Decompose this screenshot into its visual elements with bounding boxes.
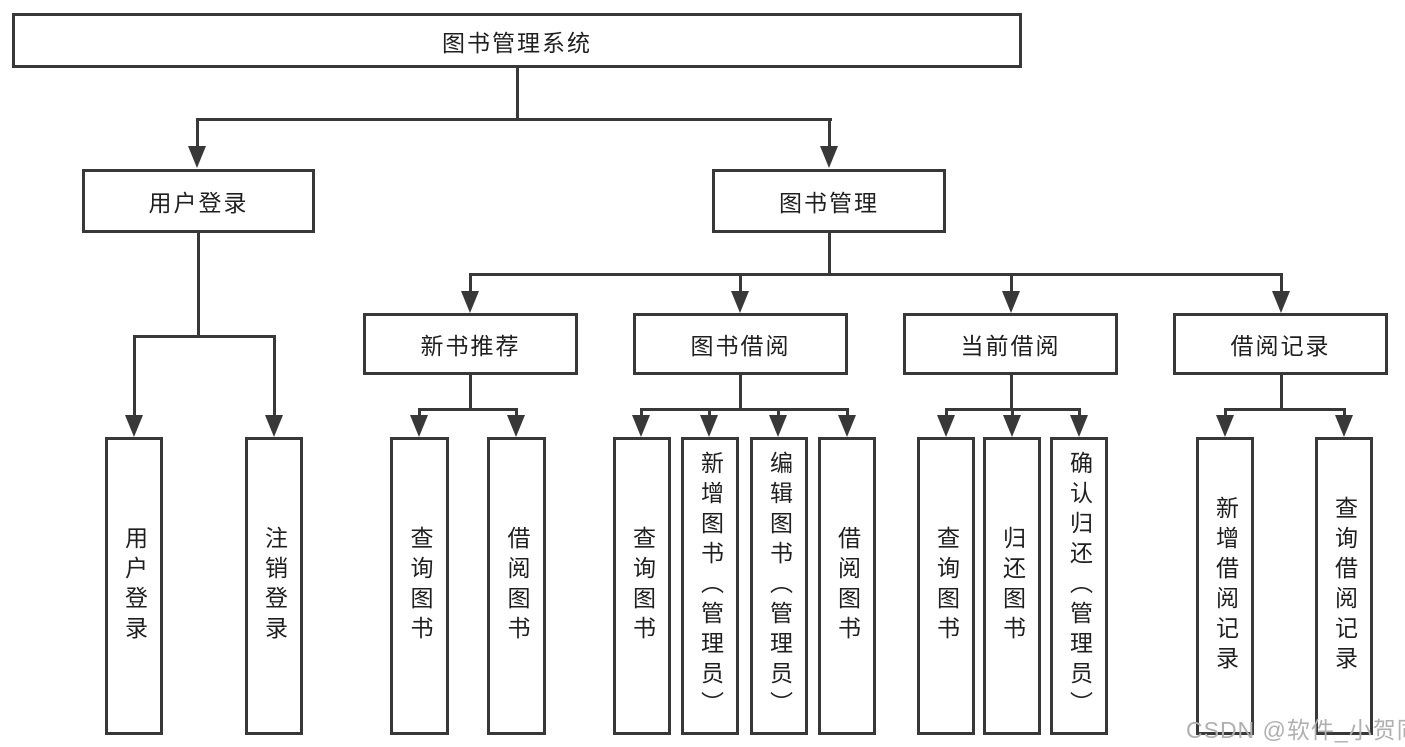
connector-line [1224, 408, 1346, 411]
connector-line [1343, 408, 1346, 417]
leaf-user-login: 用户登录 [105, 437, 163, 735]
node-label: 图书管理 [779, 190, 879, 216]
connector-line [469, 273, 472, 293]
arrowhead-down-icon [1070, 415, 1088, 437]
leaf-borrow-books: 借阅图书 [818, 437, 876, 735]
node-label: 图书借阅 [690, 333, 791, 359]
arrowhead-down-icon [937, 415, 955, 437]
arrowhead-down-icon [820, 146, 838, 168]
connector-line [640, 408, 848, 411]
connector-line [1224, 408, 1227, 417]
connector-line [708, 408, 711, 417]
node-current-borrowing: 当前借阅 [903, 313, 1118, 375]
node-label: 新书推荐 [420, 333, 521, 359]
leaf-add-borrow-record: 新增借阅记录 [1196, 437, 1254, 735]
node-book-borrowing: 图书借阅 [633, 313, 848, 375]
arrowhead-down-icon [632, 415, 650, 437]
leaf-add-book-admin: 新增图书（管理员） [681, 437, 739, 735]
connector-line [133, 335, 136, 415]
arrowhead-down-icon [410, 415, 428, 437]
connector-line [516, 68, 519, 118]
connector-line [640, 408, 643, 417]
connector-line [777, 408, 780, 417]
leaf-label: 新增图书（管理员） [697, 451, 724, 721]
node-borrowing-records: 借阅记录 [1173, 313, 1388, 375]
connector-line [846, 408, 849, 417]
leaf-confirm-return-admin: 确认归还（管理员） [1050, 437, 1108, 735]
leaf-label: 注销登录 [261, 526, 288, 646]
arrowhead-down-icon [1272, 291, 1290, 313]
leaf-borrow-books: 借阅图书 [487, 437, 546, 735]
leaf-label: 新增借阅记录 [1212, 496, 1239, 676]
arrowhead-down-icon [507, 415, 525, 437]
arrowhead-down-icon [188, 146, 206, 168]
leaf-label: 借阅图书 [504, 526, 530, 646]
connector-line [828, 118, 831, 148]
leaf-label: 归还图书 [999, 526, 1026, 646]
leaf-query-borrow-record: 查询借阅记录 [1315, 437, 1373, 735]
leaf-query-books: 查询图书 [613, 437, 671, 735]
connector-line [418, 408, 518, 411]
connector-line [273, 335, 276, 415]
leaf-edit-book-admin: 编辑图书（管理员） [750, 437, 808, 735]
connector-line [828, 233, 831, 273]
connector-line [1078, 408, 1081, 417]
leaf-label: 查询借阅记录 [1331, 496, 1358, 676]
leaf-label: 查询图书 [933, 526, 960, 646]
node-label: 用户登录 [148, 190, 249, 216]
leaf-label: 编辑图书（管理员） [766, 451, 793, 721]
node-user-login: 用户登录 [82, 169, 315, 233]
connector-line [196, 118, 832, 121]
connector-line [197, 233, 200, 335]
arrowhead-down-icon [700, 415, 718, 437]
connector-line [1280, 273, 1283, 293]
node-label: 当前借阅 [960, 333, 1061, 359]
leaf-label: 借阅图书 [834, 526, 861, 646]
node-library-management-system: 图书管理系统 [12, 13, 1022, 68]
arrowhead-down-icon [125, 415, 143, 437]
connector-line [469, 375, 472, 408]
connector-line [515, 408, 518, 417]
leaf-label: 确认归还（管理员） [1066, 451, 1093, 721]
node-book-management: 图书管理 [712, 169, 946, 233]
connector-line [945, 408, 948, 417]
arrowhead-down-icon [838, 415, 856, 437]
arrowhead-down-icon [1003, 415, 1021, 437]
connector-line [1280, 375, 1283, 408]
connector-line [133, 335, 275, 338]
arrowhead-down-icon [731, 291, 749, 313]
connector-line [1010, 375, 1013, 408]
leaf-label: 查询图书 [629, 526, 656, 646]
leaf-logout: 注销登录 [245, 437, 303, 735]
arrowhead-down-icon [265, 415, 283, 437]
arrowhead-down-icon [1002, 291, 1020, 313]
leaf-query-books: 查询图书 [917, 437, 975, 735]
connector-line [739, 273, 742, 293]
connector-line [739, 375, 742, 408]
connector-line [1011, 408, 1014, 417]
leaf-label: 查询图书 [407, 526, 433, 646]
connector-line [1010, 273, 1013, 293]
arrowhead-down-icon [461, 291, 479, 313]
arrowhead-down-icon [1216, 415, 1234, 437]
leaf-label: 用户登录 [121, 526, 148, 646]
arrowhead-down-icon [1335, 415, 1353, 437]
leaf-query-books: 查询图书 [390, 437, 449, 735]
connector-line [469, 273, 1282, 276]
node-new-book-recommendation: 新书推荐 [363, 313, 578, 375]
connector-line [418, 408, 421, 417]
node-label: 借阅记录 [1230, 333, 1331, 359]
leaf-return-book: 归还图书 [983, 437, 1041, 735]
arrowhead-down-icon [769, 415, 787, 437]
watermark: CSDN @软件_小贺同学 [1186, 717, 1405, 743]
node-label: 图书管理系统 [442, 29, 592, 56]
connector-line [196, 118, 199, 148]
